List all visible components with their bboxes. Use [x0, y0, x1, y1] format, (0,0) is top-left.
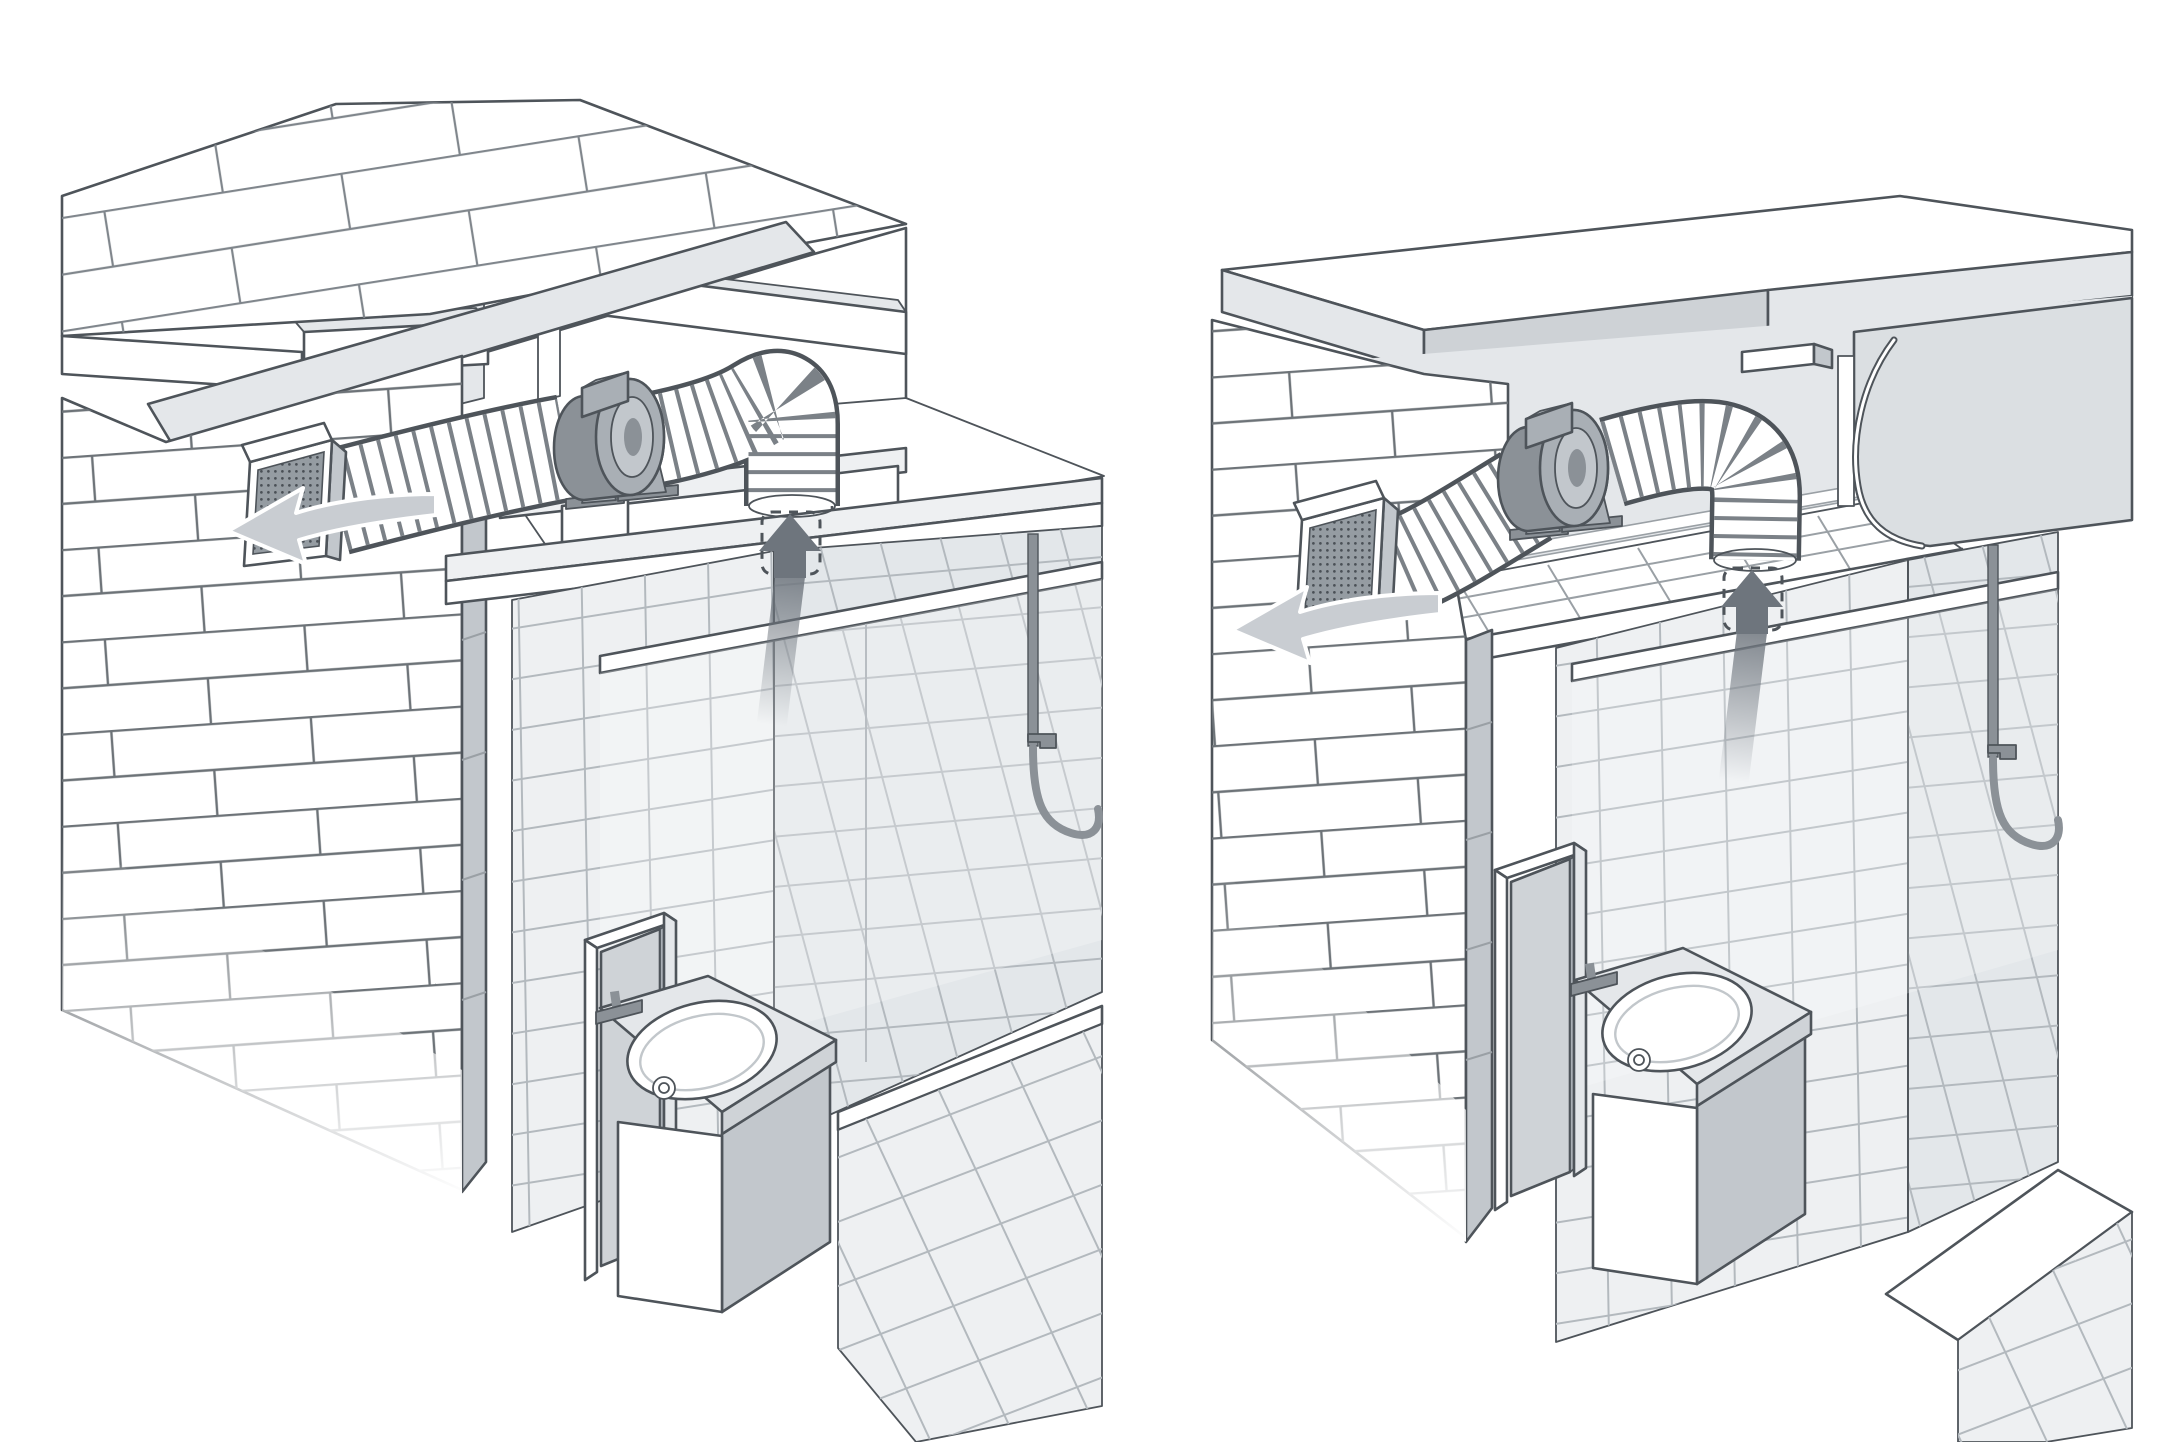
brick-wall: [60, 354, 488, 1195]
rafter: [146, 220, 816, 446]
wall-corner-return: [460, 412, 488, 1194]
screen-top-rail: [1570, 570, 2060, 683]
panel-pitched-roof-installation: [60, 98, 1105, 1442]
hanger-channel: [1837, 355, 1855, 507]
flexible-duct-elbow: [1599, 398, 1803, 572]
screen-top-rail: [598, 560, 1104, 675]
washbasin-and-vanity: [594, 974, 838, 1314]
pitched-roof: [60, 98, 908, 446]
tiled-floor: [1884, 1168, 2134, 1442]
wall-corner-return: [1464, 628, 1494, 1244]
hanger-and-conduit: [1740, 336, 1926, 550]
flat-roof-slab: [1220, 194, 2134, 374]
panel-flat-roof-installation: [1210, 194, 2134, 1442]
tiled-floor: [836, 1004, 1104, 1442]
glass-shower-screen: [598, 560, 1104, 1080]
bulkhead-panel: [1852, 296, 2134, 548]
flexible-duct: [322, 394, 576, 555]
washbasin-and-vanity: [1569, 946, 1813, 1286]
